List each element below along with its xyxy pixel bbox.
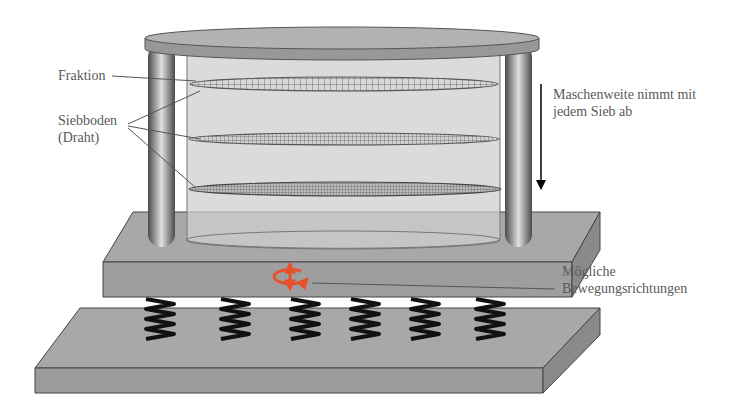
spring	[476, 299, 504, 339]
note-label: Maschenweite nimmt mit jedem Sieb ab	[553, 86, 703, 120]
leader-line	[112, 76, 196, 81]
sieve-mesh	[190, 77, 498, 91]
leader-line	[128, 128, 196, 188]
spring	[351, 299, 379, 339]
leader-line	[312, 283, 555, 289]
clamp-rod	[148, 44, 175, 247]
spring	[221, 299, 249, 339]
part-label: Fraktion	[58, 67, 118, 84]
leader-line	[128, 91, 200, 124]
springs	[146, 299, 504, 339]
spring	[146, 299, 174, 339]
top-plate	[145, 27, 539, 60]
spring	[411, 299, 439, 339]
motion-symbol	[274, 264, 307, 289]
sieve-mesh	[189, 182, 501, 196]
clamp-rod	[505, 44, 532, 247]
sieve-stack	[186, 50, 500, 249]
part-label: Siebboden (Draht)	[58, 112, 126, 146]
mesh-size-arrow	[540, 84, 542, 188]
leader-lines	[112, 76, 555, 289]
spring	[291, 299, 319, 339]
note-label: Mögliche Bewegungsrichtungen	[562, 263, 740, 297]
ground-plate	[35, 308, 600, 393]
sieve-mesh	[189, 133, 499, 145]
